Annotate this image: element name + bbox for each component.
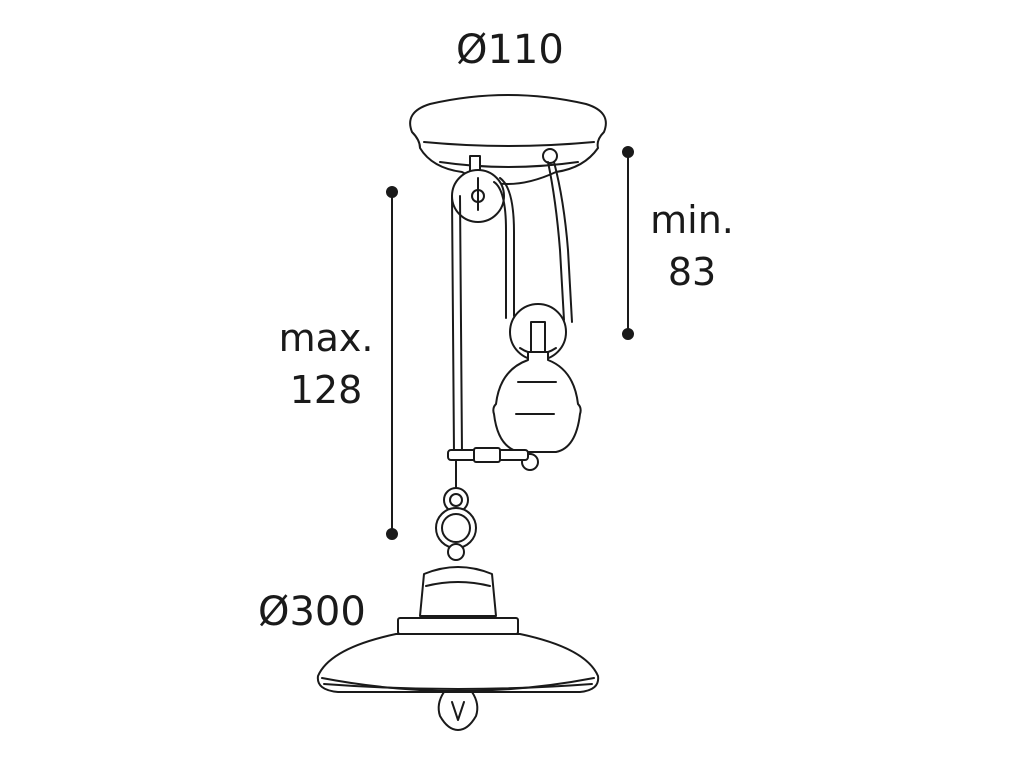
max-label-text: max. (278, 316, 374, 360)
light-bulb (437, 691, 479, 731)
drop-cord (451, 195, 463, 491)
ceiling-canopy (409, 94, 607, 185)
min-label-text: min. (650, 198, 734, 242)
top-pulley (451, 155, 505, 223)
max-dimension-label: max. 128 (276, 312, 376, 416)
max-value-text: 128 (289, 368, 363, 412)
max-dimension-line (386, 186, 398, 540)
lamp-shade (316, 566, 600, 693)
top-diameter-label: Ø110 (456, 27, 564, 73)
cord-anchor (542, 148, 558, 164)
bottom-diameter-label: Ø300 (258, 589, 366, 635)
min-dimension-line (622, 146, 634, 340)
min-value-text: 83 (667, 250, 717, 294)
pulley-cord (493, 161, 573, 323)
counterweight (492, 351, 582, 471)
chain-links (435, 487, 477, 561)
min-dimension-label: min. 83 (644, 194, 740, 298)
cord-clamp (447, 447, 529, 463)
